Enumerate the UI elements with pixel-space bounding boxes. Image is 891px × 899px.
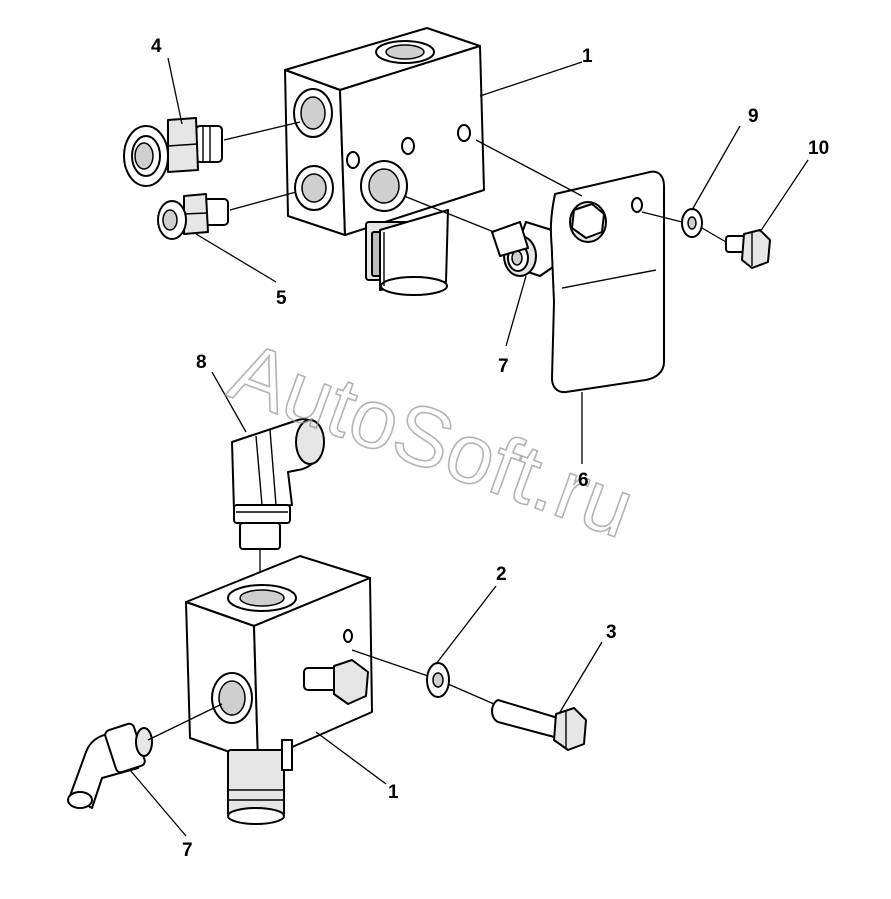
washer-2 [351, 649, 450, 698]
callout-2: 2 [496, 564, 507, 585]
callout-7-top: 7 [498, 356, 509, 377]
elbow-fitting-7-bottom [67, 703, 223, 809]
bolt-10 [701, 227, 771, 269]
leader-lines [129, 57, 809, 837]
fitting-4 [123, 117, 301, 187]
callout-1-top: 1 [582, 46, 593, 67]
callout-4: 4 [151, 36, 162, 57]
callout-7-bottom: 7 [182, 840, 193, 861]
bolt-3 [447, 683, 587, 751]
valve-block-bottom [185, 555, 373, 825]
callout-9: 9 [748, 106, 759, 127]
callout-3: 3 [606, 622, 617, 643]
valve-block-top [284, 27, 485, 296]
fitting-5 [157, 191, 297, 240]
bracket-plate-6 [475, 139, 665, 394]
callout-1-bottom: 1 [388, 782, 399, 803]
callout-8: 8 [196, 352, 207, 373]
callout-5: 5 [276, 288, 287, 309]
callout-6: 6 [578, 470, 589, 491]
callout-labels: 1 4 5 7 9 10 8 6 2 3 1 7 [151, 36, 829, 861]
callout-10: 10 [808, 138, 829, 159]
